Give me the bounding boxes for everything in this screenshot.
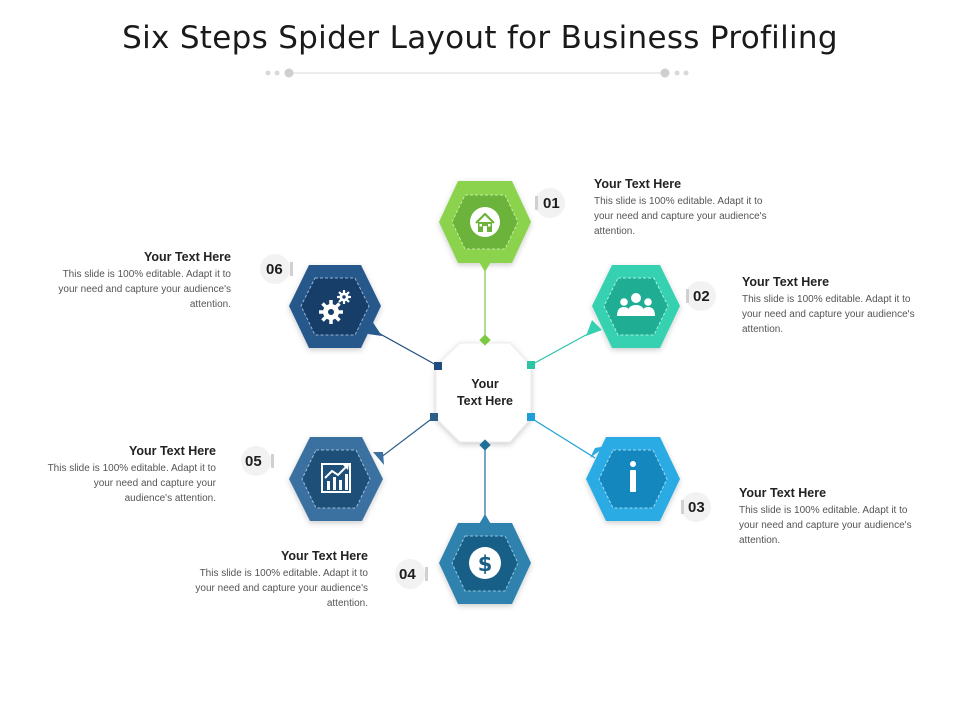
step-05-body: This slide is 100% editable. Adapt it to… xyxy=(47,463,216,504)
connector-05 xyxy=(379,416,435,459)
connectors xyxy=(372,270,596,520)
step-04-number: 04 xyxy=(399,566,416,583)
step-02-heading: Your Text Here xyxy=(742,275,830,289)
step-01-body: This slide is 100% editable. Adapt it to… xyxy=(594,196,767,237)
dollar-icon: $ xyxy=(469,547,501,579)
svg-text:$: $ xyxy=(478,552,493,576)
step-03-hexagon xyxy=(586,437,680,521)
connector-03 xyxy=(530,417,596,459)
number-bubbles xyxy=(241,188,716,589)
step-04-text: Your Text Here This slide is 100% editab… xyxy=(190,549,368,611)
step-01-hexagon xyxy=(439,181,531,272)
step-03-number: 03 xyxy=(688,499,705,516)
gears-icon xyxy=(319,290,351,324)
step-02-hexagon xyxy=(586,265,680,348)
step-05-number: 05 xyxy=(245,453,262,470)
step-04-heading: Your Text Here xyxy=(280,549,368,563)
growth-chart-icon xyxy=(321,463,351,493)
step-02-body: This slide is 100% editable. Adapt it to… xyxy=(742,294,915,335)
connector-02 xyxy=(530,329,596,366)
step-04-body: This slide is 100% editable. Adapt it to… xyxy=(195,568,368,609)
info-icon xyxy=(630,461,636,492)
step-05-text: Your Text Here This slide is 100% editab… xyxy=(44,444,216,506)
step-06-text: Your Text Here This slide is 100% editab… xyxy=(50,250,231,312)
step-02-text: Your Text Here This slide is 100% editab… xyxy=(742,275,922,337)
center-label: Your Text Here xyxy=(456,377,514,408)
step-05-hexagon xyxy=(289,437,384,521)
title-divider xyxy=(265,68,689,78)
connector-06 xyxy=(372,329,439,367)
step-03-body: This slide is 100% editable. Adapt it to… xyxy=(739,505,912,546)
step-02-number: 02 xyxy=(693,288,710,305)
step-06-hexagon xyxy=(289,265,382,348)
connector-markers xyxy=(430,334,535,451)
step-06-number: 06 xyxy=(266,261,283,278)
center-hexagon xyxy=(435,342,532,443)
step-01-text: Your Text Here This slide is 100% editab… xyxy=(594,177,774,239)
step-04-hexagon: $ xyxy=(439,514,531,604)
house-icon xyxy=(475,212,495,232)
step-01-number: 01 xyxy=(543,195,560,212)
step-03-text: Your Text Here This slide is 100% editab… xyxy=(739,486,919,548)
step-06-heading: Your Text Here xyxy=(143,250,231,264)
step-05-heading: Your Text Here xyxy=(128,444,216,458)
team-icon xyxy=(617,293,655,316)
step-03-heading: Your Text Here xyxy=(739,486,827,500)
page-title: Six Steps Spider Layout for Business Pro… xyxy=(122,20,838,56)
step-06-body: This slide is 100% editable. Adapt it to… xyxy=(58,269,231,310)
step-01-heading: Your Text Here xyxy=(594,177,682,191)
